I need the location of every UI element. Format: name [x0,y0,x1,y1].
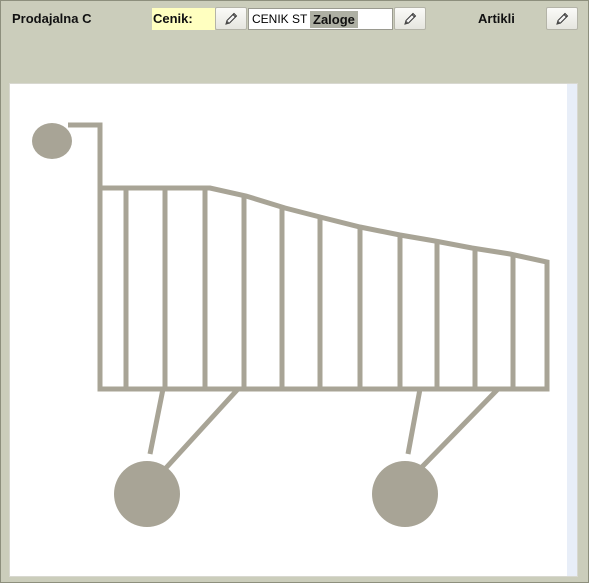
shopping-cart-icon [32,122,550,527]
cenik-label: Cenik: [152,8,215,30]
image-scroll-edge [567,84,577,576]
edit-cenik-button[interactable] [215,7,247,30]
store-title: Prodajalna C [12,11,92,26]
edit-zaloge-button[interactable] [394,7,426,30]
artikli-label: Artikli [478,11,515,26]
pencil-icon [556,12,569,25]
pencil-icon [404,12,417,25]
pencil-icon [225,12,238,25]
store-image-panel [9,83,578,577]
edit-artikli-button[interactable] [546,7,578,30]
zaloge-label: Zaloge [310,11,358,28]
